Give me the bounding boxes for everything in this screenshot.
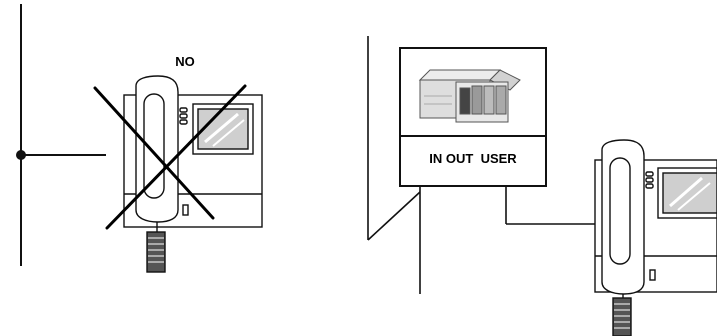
wall-line-icon [367, 36, 602, 294]
wall-line-icon [20, 4, 106, 266]
incorrect-installation: NO [16, 4, 263, 273]
cross-out-icon [93, 84, 247, 230]
no-label: NO [175, 54, 195, 69]
module-box: IN OUT USER [399, 47, 547, 187]
intercom-monitor-icon [594, 139, 717, 336]
cord-coil-lines [148, 237, 164, 263]
intercom-monitor-icon [123, 75, 263, 273]
module-icon [418, 69, 521, 123]
correct-installation: IN OUT USER [367, 36, 717, 336]
cord-coil-lines [614, 303, 630, 329]
terminal-labels: IN OUT USER [429, 151, 517, 166]
branch-node-icon [16, 150, 26, 160]
